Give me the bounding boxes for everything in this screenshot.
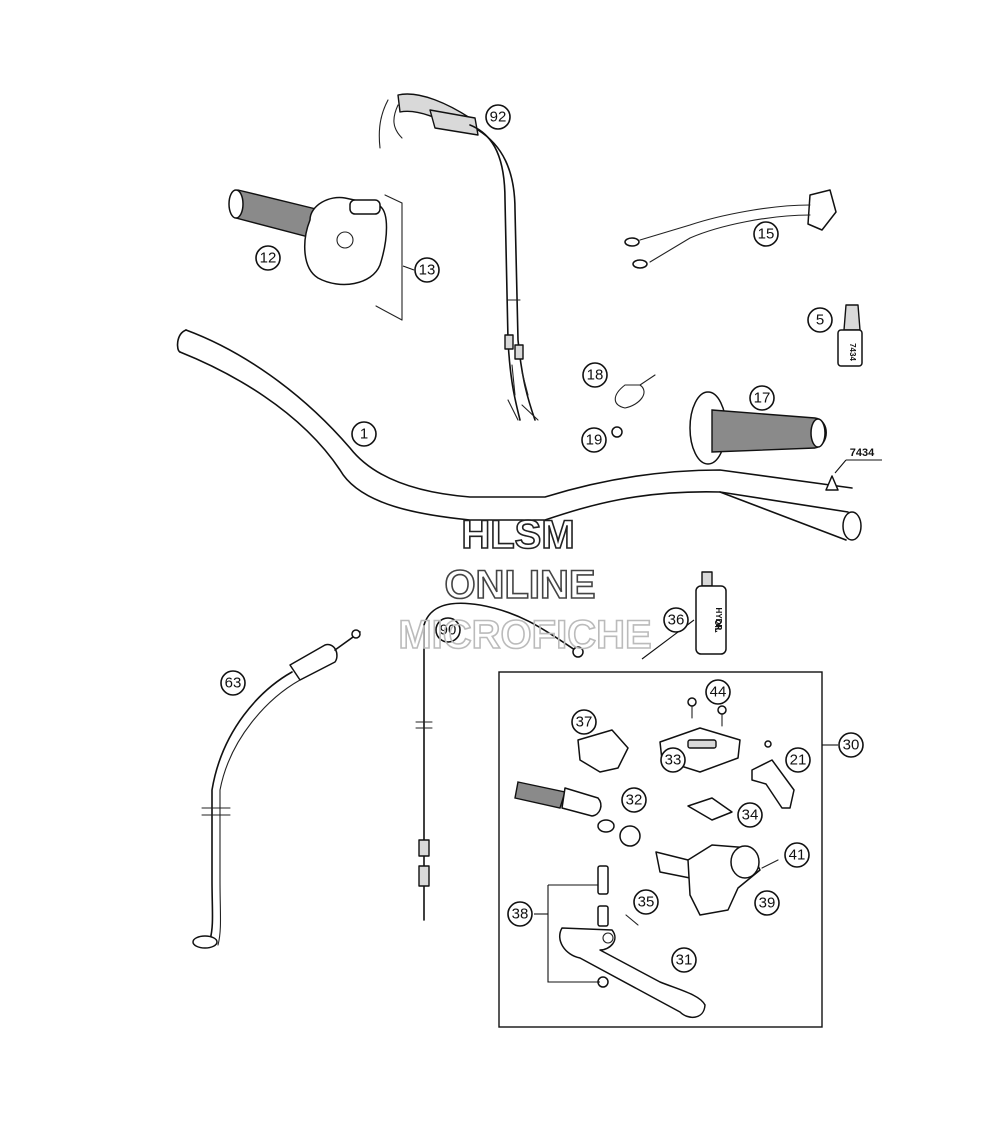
- callout-5-label: 5: [816, 312, 824, 329]
- bottle-label-line1: HYDR.: [714, 608, 723, 633]
- callout-39-label: 39: [759, 895, 776, 912]
- watermark-line2: ONLINE: [444, 563, 595, 607]
- left-grip: [689, 391, 827, 465]
- cable-90: [415, 602, 584, 921]
- callout-12-label: 12: [260, 250, 277, 267]
- callout-30: 30: [838, 732, 864, 758]
- callout-32-label: 32: [626, 792, 643, 809]
- handlebar: [176, 329, 862, 541]
- callout-33-label: 33: [665, 752, 682, 769]
- throttle-cable: [378, 93, 539, 421]
- nut: [611, 426, 623, 438]
- callout-41-label: 41: [789, 847, 806, 864]
- watermark-line1: HLSM: [461, 513, 574, 557]
- callout-17-label: 17: [754, 390, 771, 407]
- callout-92-label: 92: [490, 109, 507, 126]
- callout-90: 90: [435, 617, 461, 643]
- watermark-line3: MICROFICHE: [398, 613, 651, 657]
- callout-13: 13: [414, 257, 440, 283]
- callout-41: 41: [784, 842, 810, 868]
- callout-34-label: 34: [742, 807, 759, 824]
- master-cylinder-parts: [514, 697, 795, 1019]
- callout-12: 12: [255, 245, 281, 271]
- glue-tube-label: 7434: [848, 343, 857, 361]
- callout-32: 32: [621, 787, 647, 813]
- callout-30-label: 30: [843, 737, 860, 754]
- callout-37: 37: [571, 709, 597, 735]
- callout-38: 38: [507, 901, 533, 927]
- callout-18: 18: [582, 362, 608, 388]
- bottle-label-line2: OIL: [713, 619, 722, 632]
- callout-92: 92: [485, 104, 511, 130]
- callout-35: 35: [633, 889, 659, 915]
- callout-1-label: 1: [360, 426, 368, 443]
- oil-bottle: HYDR. OIL: [695, 571, 727, 655]
- master-cylinder-kit-frame: [498, 671, 823, 1028]
- throttle-housing: [304, 194, 403, 321]
- callout-63: 63: [220, 670, 246, 696]
- callout-37-label: 37: [576, 714, 593, 731]
- callout-18-label: 18: [587, 367, 604, 384]
- callout-35-label: 35: [638, 894, 655, 911]
- glue-tube: 7434: [837, 304, 863, 367]
- callout-17: 17: [749, 385, 775, 411]
- callout-19: 19: [581, 427, 607, 453]
- callout-44-label: 44: [710, 684, 727, 701]
- throttle-grip: [228, 189, 329, 241]
- callout-36: 36: [663, 607, 689, 633]
- callout-33: 33: [660, 747, 686, 773]
- callout-39: 39: [754, 890, 780, 916]
- plug-7434: 7434: [825, 447, 882, 491]
- callout-21-label: 21: [790, 752, 807, 769]
- part-number-7434: 7434: [850, 447, 875, 459]
- brake-line: [192, 629, 361, 949]
- kill-switch: [624, 189, 837, 269]
- callout-38-label: 38: [512, 906, 529, 923]
- callout-5: 5: [807, 307, 833, 333]
- callout-31-label: 31: [676, 952, 693, 969]
- callout-1: 1: [351, 421, 377, 447]
- callout-21: 21: [785, 747, 811, 773]
- callout-63-label: 63: [225, 675, 242, 692]
- callout-19-label: 19: [586, 432, 603, 449]
- callout-34: 34: [737, 802, 763, 828]
- cable-tie: [614, 374, 656, 409]
- callout-15: 15: [753, 221, 779, 247]
- callout-31: 31: [671, 947, 697, 973]
- callout-90-label: 90: [440, 622, 457, 639]
- watermark: HLSM ONLINE MICROFICHE: [398, 512, 653, 658]
- callout-15-label: 15: [758, 226, 775, 243]
- callout-44: 44: [705, 679, 731, 705]
- callout-36-label: 36: [668, 612, 685, 629]
- callout-13-label: 13: [419, 262, 436, 279]
